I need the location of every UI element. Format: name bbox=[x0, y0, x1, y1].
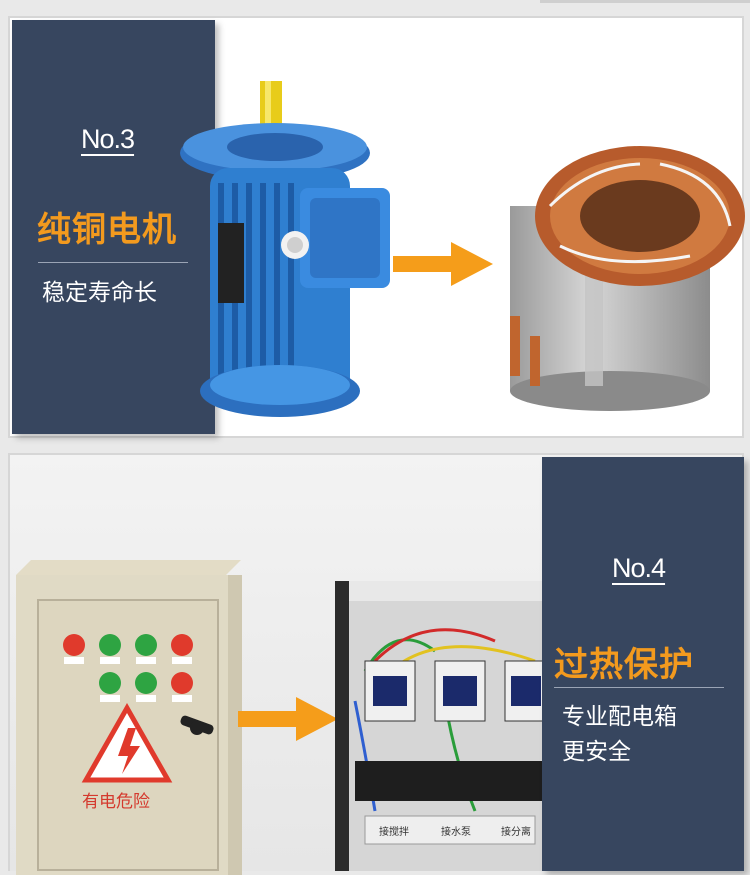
terminal-label: 接水泵 bbox=[441, 825, 471, 838]
section-number: No.3 bbox=[81, 124, 135, 154]
warning-label: 有电危险 bbox=[82, 792, 150, 812]
arrow-right-icon bbox=[238, 697, 338, 741]
title-divider bbox=[554, 687, 724, 688]
wiring-image: 接搅拌 接水泵 接分离 bbox=[335, 581, 545, 871]
stator-image bbox=[510, 146, 745, 411]
arrow-right-icon bbox=[393, 242, 493, 286]
section-title: 纯铜电机 bbox=[37, 210, 177, 250]
top-divider bbox=[540, 0, 750, 3]
motor-image bbox=[180, 81, 390, 417]
section-title: 过热保护 bbox=[554, 645, 694, 685]
control-box-image: 有电危险 bbox=[16, 560, 242, 875]
terminal-label: 接分离 bbox=[501, 825, 531, 838]
label-panel-3: No.3 纯铜电机 稳定寿命长 bbox=[12, 20, 215, 434]
section-subtitle-line2: 更安全 bbox=[562, 739, 631, 765]
section-overheat-protection: 有电危险 bbox=[8, 453, 744, 875]
title-divider bbox=[38, 262, 188, 263]
section-number: No.4 bbox=[612, 553, 666, 583]
section-subtitle: 稳定寿命长 bbox=[42, 280, 157, 306]
section-copper-motor: No.3 纯铜电机 稳定寿命长 bbox=[8, 16, 745, 438]
section-subtitle-line1: 专业配电箱 bbox=[562, 704, 677, 730]
terminal-label: 接搅拌 bbox=[379, 825, 409, 838]
label-panel-4: No.4 过热保护 专业配电箱 更安全 bbox=[542, 457, 744, 871]
